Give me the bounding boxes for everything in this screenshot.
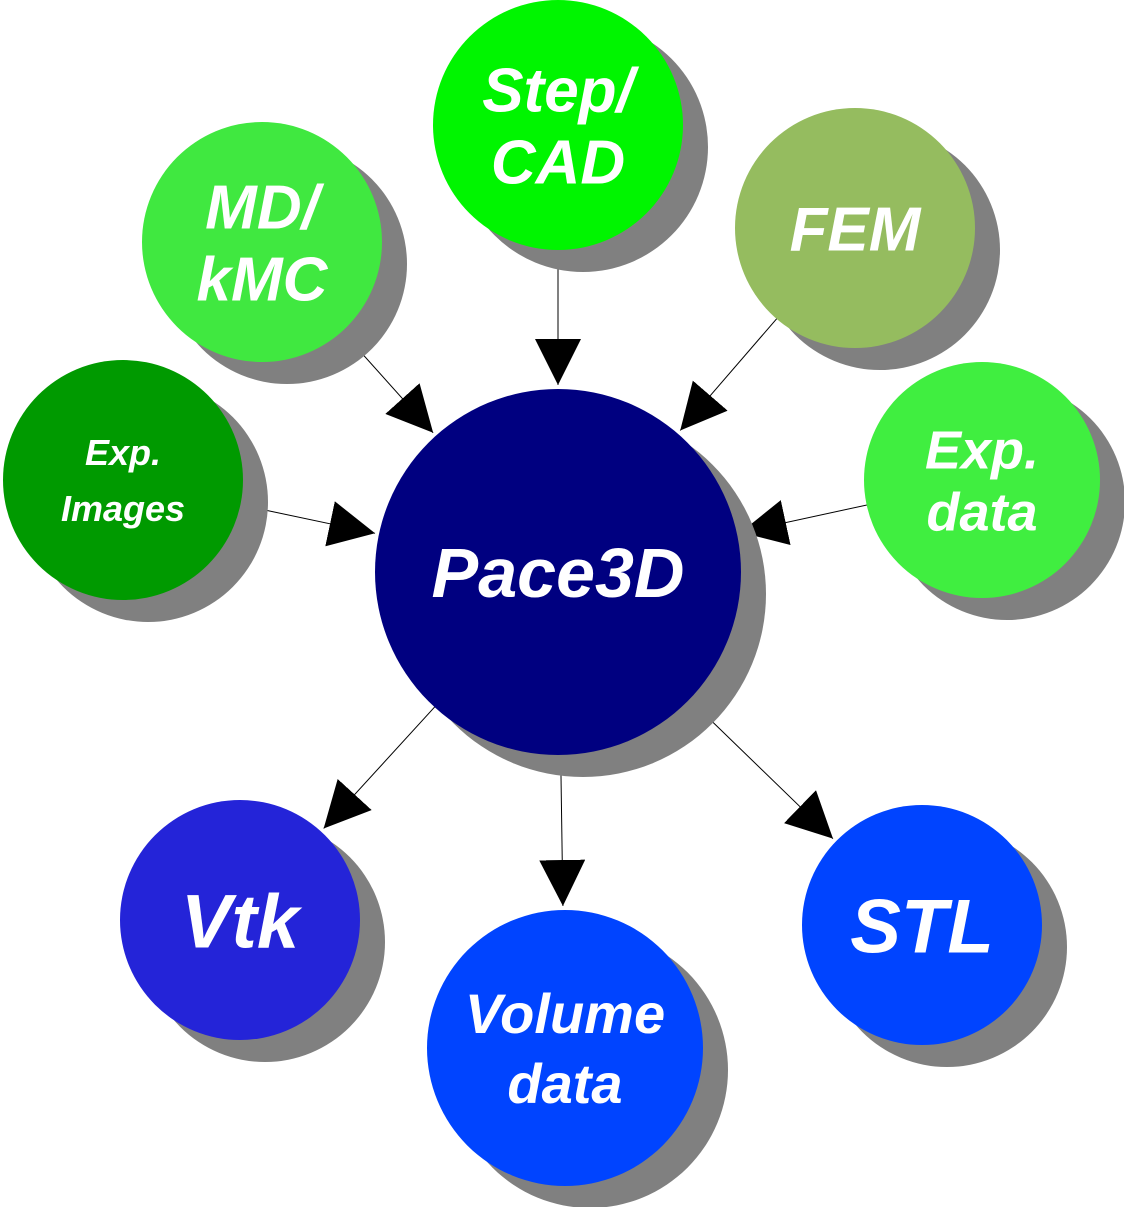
nodes: Pace3DStep/CADMD/kMCFEMExp.ImagesExp.dat…	[3, 0, 1100, 1186]
fem-node: FEM	[735, 108, 975, 348]
stl-node: STL	[802, 805, 1042, 1045]
vtk-node-circle	[120, 800, 360, 1040]
md-kmc-node: MD/kMC	[142, 122, 382, 362]
exp-images-label-line-1: Exp.	[85, 432, 161, 473]
volume-data-node-circle	[427, 910, 703, 1186]
edge-pace3d-to-vtk	[323, 700, 441, 829]
center-node: Pace3D	[375, 389, 741, 755]
exp-images-node-circle	[3, 360, 243, 600]
exp-data-node-circle	[864, 362, 1100, 598]
volume-data-node: Volume data	[427, 910, 703, 1186]
md-kmc-label-line-2: kMC	[197, 245, 329, 314]
stl-label-line-1: STL	[850, 884, 994, 969]
step-cad-node: Step/CAD	[433, 0, 683, 250]
exp-data-label-line-2: data	[926, 482, 1037, 542]
stl-node-circle	[802, 805, 1042, 1045]
center-node-circle	[375, 389, 741, 755]
vtk-label-line-1: Vtk	[181, 879, 303, 964]
exp-images-label-line-2: Images	[61, 488, 185, 529]
exp-images-node: Exp. Images	[3, 360, 243, 600]
volume-data-label-line-2: data	[507, 1052, 622, 1115]
md-kmc-node-circle	[142, 122, 382, 362]
edge-exp-data-to-pace3d	[740, 500, 875, 546]
exp-data-node: Exp.data	[864, 362, 1100, 598]
fem-node-circle	[735, 108, 975, 348]
fem-label-line-1: FEM	[790, 195, 922, 264]
edge-fem-to-pace3d	[679, 312, 783, 431]
vtk-node: Vtk	[120, 800, 360, 1040]
step-cad-node-circle	[433, 0, 683, 250]
step-cad-label-line-2: CAD	[491, 128, 625, 197]
center-label-line-1: Pace3D	[432, 534, 685, 612]
md-kmc-label-line-1: MD/	[205, 173, 324, 242]
volume-data-label-line-1: Volume	[465, 982, 665, 1045]
step-cad-label-line-1: Step/	[482, 56, 639, 125]
exp-data-label-line-1: Exp.	[925, 420, 1039, 480]
